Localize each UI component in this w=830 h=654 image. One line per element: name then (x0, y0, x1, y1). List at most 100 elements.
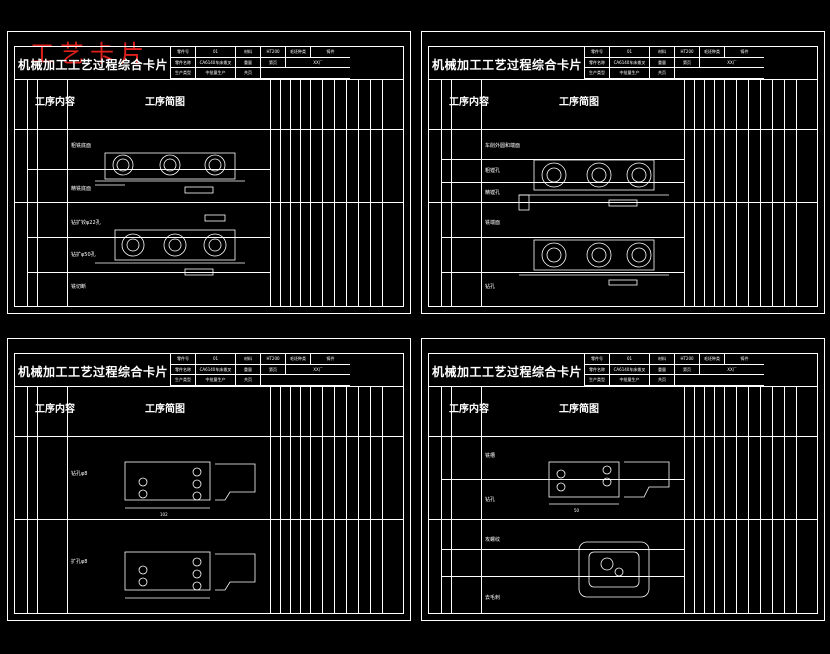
part-name-label: 零件名称 (584, 365, 609, 375)
factory: XX厂 (699, 365, 764, 375)
part-no: 01 (195, 47, 235, 58)
part-name: CA6140车床拨叉 (609, 365, 649, 375)
material-label: 材料 (649, 47, 674, 58)
production: 中批量生产 (609, 375, 649, 386)
process-card-3: 机械加工工艺过程综合卡片 零件号 01 材料 HT200 毛坯种类 铸件 零件名… (7, 338, 411, 621)
blank: 铸件 (724, 47, 764, 58)
blank-label: 毛坯种类 (699, 47, 724, 58)
factory: XX厂 (285, 58, 350, 68)
material: HT200 (260, 47, 285, 58)
part-no: 01 (195, 354, 235, 365)
total-label: 共页 (235, 375, 260, 386)
weight-label: 重量 (649, 58, 674, 68)
blank: 铸件 (724, 354, 764, 365)
header-blank (260, 68, 350, 79)
part-no-label: 零件号 (170, 354, 195, 365)
card-title: 机械加工工艺过程综合卡片 (432, 365, 583, 379)
step-text: 精铣底面 (71, 186, 92, 192)
material: HT200 (260, 354, 285, 365)
dim-label: 50 (574, 508, 580, 513)
blank: 铸件 (310, 47, 350, 58)
step-text: 铣槽 (485, 453, 496, 459)
step-text: 粗铣底面 (71, 143, 92, 149)
material: HT200 (674, 47, 699, 58)
page-label: 第页 (674, 365, 699, 375)
card-title: 机械加工工艺过程综合卡片 (432, 58, 583, 72)
production: 中批量生产 (609, 68, 649, 79)
production-label: 生产类型 (170, 375, 195, 386)
step-text: 铣端面 (485, 220, 501, 226)
blank-label: 毛坯种类 (285, 354, 310, 365)
column-header: 工序内容 工序简图 (15, 79, 403, 130)
production-label: 生产类型 (584, 68, 609, 79)
material-label: 材料 (235, 354, 260, 365)
part-drawing: 50 (548, 461, 670, 598)
part-no-label: 零件号 (584, 47, 609, 58)
weight-label: 重量 (649, 365, 674, 375)
header-blank (674, 375, 764, 386)
material-label: 材料 (235, 47, 260, 58)
process-header: 工序内容 (449, 97, 489, 108)
blank-label: 毛坯种类 (699, 354, 724, 365)
process-card-2: 机械加工工艺过程综合卡片 零件号 01 材料 HT200 毛坯种类 铸件 零件名… (421, 31, 825, 314)
figure-header: 工序简图 (559, 404, 599, 415)
part-drawing (95, 152, 245, 276)
process-header: 工序内容 (35, 404, 75, 415)
production: 中批量生产 (195, 375, 235, 386)
page-label: 第页 (260, 58, 285, 68)
figure-header: 工序简图 (145, 97, 185, 108)
step-text: 精镗孔 (485, 190, 501, 196)
step-text: 钻孔φ8 (71, 471, 88, 477)
step-text: 车削外圆和端面 (485, 143, 521, 149)
part-name-label: 零件名称 (170, 365, 195, 375)
step-text: 扩孔φ8 (71, 559, 88, 565)
page-label: 第页 (260, 365, 285, 375)
total-label: 共页 (649, 375, 674, 386)
part-no-label: 零件号 (170, 47, 195, 58)
card-header: 机械加工工艺过程综合卡片 零件号 01 材料 HT200 毛坯种类 铸件 零件名… (429, 47, 817, 80)
part-no: 01 (609, 354, 649, 365)
material: HT200 (674, 354, 699, 365)
card-title: 机械加工工艺过程综合卡片 (18, 58, 169, 72)
column-header: 工序内容 工序简图 (429, 386, 817, 437)
part-no-label: 零件号 (584, 354, 609, 365)
header-blank (260, 375, 350, 386)
process-header: 工序内容 (35, 97, 75, 108)
factory: XX厂 (285, 365, 350, 375)
page-label: 第页 (674, 58, 699, 68)
step-text: 钻孔 (485, 497, 496, 503)
part-name: CA6140车床拨叉 (609, 58, 649, 68)
step-text: 钻扩铰φ22孔 (71, 220, 101, 226)
step-text: 去毛刺 (485, 595, 501, 601)
production-label: 生产类型 (584, 375, 609, 386)
weight-label: 重量 (235, 365, 260, 375)
material-label: 材料 (649, 354, 674, 365)
production-label: 生产类型 (170, 68, 195, 79)
header-blank (674, 68, 764, 79)
production: 中批量生产 (195, 68, 235, 79)
part-no: 01 (609, 47, 649, 58)
process-card-4: 机械加工工艺过程综合卡片 零件号 01 材料 HT200 毛坯种类 铸件 零件名… (421, 338, 825, 621)
card-title: 机械加工工艺过程综合卡片 (18, 365, 169, 379)
weight-label: 重量 (235, 58, 260, 68)
figure-header: 工序简图 (145, 404, 185, 415)
part-name-label: 零件名称 (170, 58, 195, 68)
column-header: 工序内容 工序简图 (15, 386, 403, 437)
figure-header: 工序简图 (559, 97, 599, 108)
card-header: 机械加工工艺过程综合卡片 零件号 01 材料 HT200 毛坯种类 铸件 零件名… (429, 354, 817, 387)
step-text: 钻扩φ50孔 (71, 252, 96, 258)
blank: 铸件 (310, 354, 350, 365)
watermark-title: 工艺卡片 (30, 40, 150, 68)
step-text: 粗镗孔 (485, 168, 501, 174)
part-name: CA6140车床拨叉 (195, 58, 235, 68)
card-header: 机械加工工艺过程综合卡片 零件号 01 材料 HT200 毛坯种类 铸件 零件名… (15, 47, 403, 80)
card-header: 机械加工工艺过程综合卡片 零件号 01 材料 HT200 毛坯种类 铸件 零件名… (15, 354, 403, 387)
factory: XX厂 (699, 58, 764, 68)
column-header: 工序内容 工序简图 (429, 79, 817, 130)
total-label: 共页 (649, 68, 674, 79)
step-text: 钻孔 (485, 284, 496, 290)
part-drawing (518, 159, 669, 286)
total-label: 共页 (235, 68, 260, 79)
step-text: 铣切断 (71, 284, 87, 290)
part-name: CA6140车床拨叉 (195, 365, 235, 375)
